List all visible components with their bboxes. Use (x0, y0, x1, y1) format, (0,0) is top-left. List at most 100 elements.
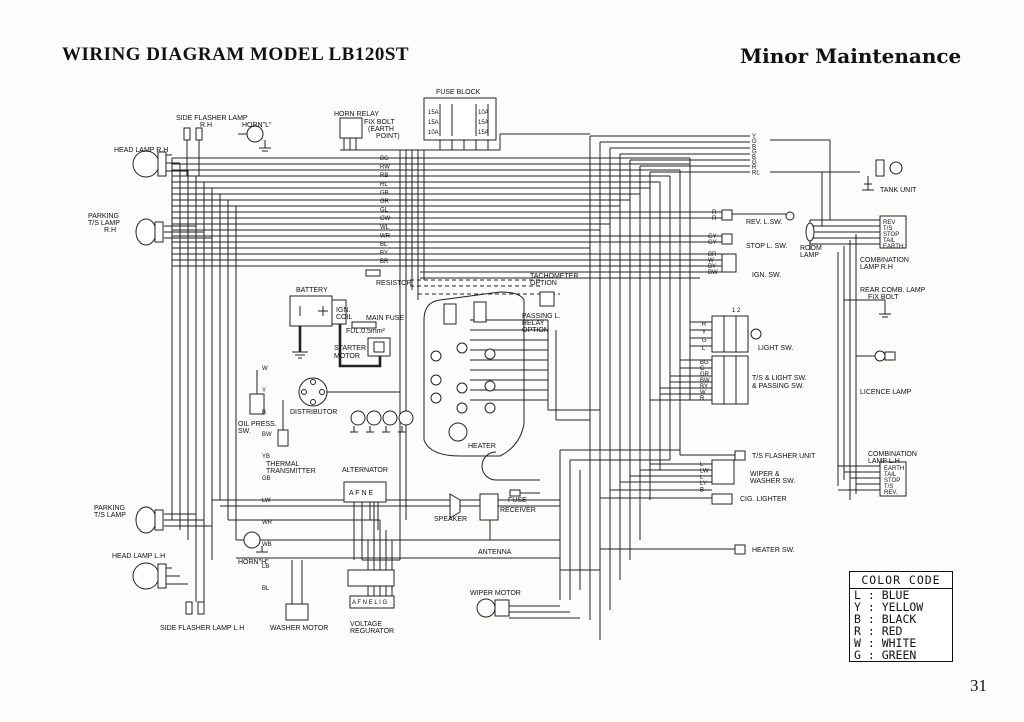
label-ts-light-2: & PASSING SW. (752, 383, 804, 390)
label-comb-lh-ts: T/S (884, 484, 893, 490)
legend-entry: G : GREEN (854, 648, 917, 662)
wire-code: W (700, 390, 706, 396)
wire-code: G (700, 366, 705, 372)
wire-code: Y (702, 330, 706, 336)
antenna (482, 520, 498, 541)
horn-h (236, 531, 268, 553)
thermal-transmitter (277, 400, 289, 447)
label-comb-lh-tail: TAIL (884, 472, 897, 478)
label-fuse: FUSE (508, 497, 527, 504)
parking-lamp-lh (135, 506, 164, 534)
legend-entry: W : WHITE (854, 636, 917, 650)
wire-code: GL (380, 208, 389, 214)
label-horn-relay-2: FIX BOLT (364, 119, 395, 126)
label-parking-lh: PARKING (94, 505, 125, 512)
wire-code: Y (752, 134, 756, 140)
label-parking-rh-2: T/S LAMP (88, 220, 120, 227)
fuse-block (423, 97, 497, 141)
label-licence-lamp: LICENCE LAMP (860, 389, 912, 396)
ign-coil (331, 299, 347, 325)
label-wiper-sw-2: WASHER SW. (750, 478, 795, 485)
label-comb-rh-rev: REV (883, 220, 895, 226)
label-parking-rh-3: R.H (104, 227, 116, 234)
label-rev-l-sw: REV. L.SW. (746, 219, 782, 226)
label-comb-rh-earth: EARTH (883, 244, 903, 250)
wire-code: BY (700, 384, 708, 390)
label-comb-lh-rev: REV. (884, 490, 898, 496)
wire-code: LB (262, 564, 269, 570)
wire-code: GY (708, 234, 717, 240)
label-ign-coil: IGN. (336, 307, 350, 314)
wire-code-labels: BGRWRBRLGBGRGLGWWLWRBLBYBRYGBGBGRRLRRGYG… (262, 134, 760, 592)
label-side-flasher-rh-2: R.H (200, 122, 212, 129)
label-parking-rh: PARKING (88, 213, 119, 220)
label-comb-lh-stop: STOP (884, 478, 900, 484)
oil-press-sw (249, 370, 265, 415)
wire-code: L (700, 462, 704, 468)
side-flasher-lh (185, 590, 205, 615)
combination-lamp-lh (879, 461, 907, 497)
wire-code: BL (262, 586, 270, 592)
wire-code: YB (262, 454, 270, 460)
legend-entry: L : BLUE (854, 588, 910, 602)
label-fuse-10a-1: 10A (478, 110, 489, 116)
wire-code: B (700, 488, 704, 494)
label-light-sw: LIGHT SW. (758, 345, 793, 352)
side-flasher-rh (183, 127, 203, 176)
wire-code: BG (380, 156, 389, 162)
label-side-flasher-rh: SIDE FLASHER LAMP (176, 115, 248, 122)
distributor (298, 377, 414, 426)
label-comb-rh-2: LAMP R.H (860, 264, 893, 271)
label-wiper-sw: WIPER & (750, 471, 780, 478)
wire-code: BY (380, 251, 388, 257)
label-fuse-15a-3: 15A (478, 120, 489, 126)
label-thermal: THERMAL (266, 461, 300, 468)
wire-code: BY (708, 264, 716, 270)
parking-lamp-rh (135, 218, 164, 246)
component-labels: SIDE FLASHER LAMP R.H HORN"L" HEAD LAMP … (88, 89, 926, 635)
wire-code: GR (380, 199, 390, 205)
wire-code: BL (380, 242, 388, 248)
label-fuse-10a-2: 10A (428, 130, 439, 136)
washer-motor (285, 560, 309, 621)
earth-symbols (350, 183, 874, 433)
label-room-lamp: ROOM (800, 245, 822, 252)
wire-code: GW (380, 216, 391, 222)
label-comb-rh-ts: T/S (883, 226, 892, 232)
label-alt-terms: A F N E (349, 490, 373, 497)
wire-code: RL (752, 170, 760, 176)
label-fuse-15a-4: 15A (478, 130, 489, 136)
label-fuse-15a-1: 15A (428, 110, 439, 116)
label-parking-lh-2: T/S LAMP (94, 512, 126, 519)
wire-code: WL (380, 225, 390, 231)
wire-code: BG (700, 360, 709, 366)
label-main-fuse: MAIN FUSE (366, 315, 404, 322)
wire-code: W (262, 366, 268, 372)
label-thermal-2: TRANSMITTER (266, 468, 316, 475)
label-tank-unit: TANK UNIT (880, 187, 917, 194)
voltage-regulator (347, 569, 395, 609)
heater-sw (734, 544, 746, 555)
stop-l-sw (700, 233, 733, 245)
label-stop-l-sw: STOP L. SW. (746, 243, 787, 250)
heater-motor (481, 451, 540, 481)
label-distributor: DISTRIBUTOR (290, 409, 337, 416)
ts-light-passing-sw (711, 355, 749, 405)
label-room-lamp-2: LAMP (800, 252, 819, 259)
label-alternator: ALTERNATOR (342, 467, 388, 474)
label-speaker: SPEAKER (434, 516, 467, 523)
wire-code: B (752, 155, 756, 161)
wiper-washer-sw (711, 459, 735, 485)
wire-code: GR (700, 372, 710, 378)
battery (289, 295, 333, 327)
label-heater-sw: HEATER SW. (752, 547, 795, 554)
label-voltage-reg: VOLTAGE (350, 621, 382, 628)
wire-code: LW (700, 468, 709, 474)
ign-sw (700, 253, 737, 273)
label-ts-light: T/S & LIGHT SW. (752, 375, 807, 382)
label-receiver: RECEIVER (500, 507, 536, 514)
label-comb-lh-earth: EARTH (884, 466, 904, 472)
